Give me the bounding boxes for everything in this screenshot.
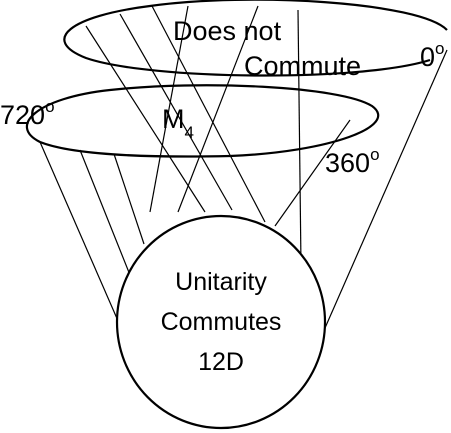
connector-line — [113, 153, 145, 245]
zero-degree-label: 0o — [420, 39, 445, 72]
connector-line — [79, 149, 133, 281]
commute-label: Commute — [244, 51, 361, 81]
seven-twenty-degree-label: 720o — [0, 97, 55, 130]
connector-line — [274, 119, 351, 227]
connector-line — [324, 49, 448, 329]
connecting-lines — [39, 5, 448, 331]
sphere-label-commutes: Commutes — [161, 308, 282, 336]
sphere-label-12d: 12D — [198, 348, 244, 376]
does-not-label: Does not — [173, 16, 282, 46]
upper-rim — [63, 0, 448, 77]
lower-rim — [25, 84, 380, 158]
unitarity-sphere — [115, 214, 327, 430]
connector-line — [149, 5, 189, 213]
connector-line — [297, 9, 302, 267]
sphere-label-unitarity: Unitarity — [175, 268, 267, 296]
connector-line — [85, 25, 206, 213]
connector-line — [151, 5, 266, 223]
connector-line — [119, 13, 233, 211]
connector-line — [177, 5, 259, 213]
three-sixty-degree-label: 360o — [325, 145, 380, 178]
manifold-m4-label: M4 — [162, 104, 194, 142]
connector-line — [39, 141, 123, 331]
